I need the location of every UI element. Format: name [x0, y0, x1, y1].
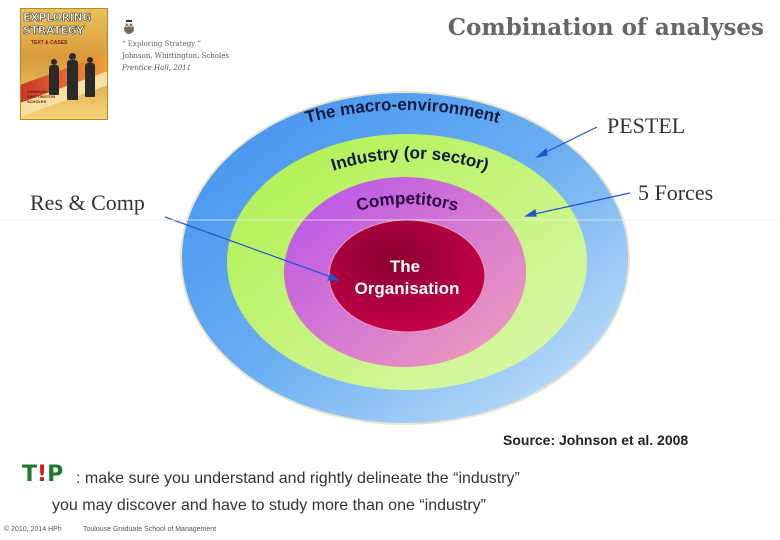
footer-copyright: © 2010, 2014 HPh	[4, 526, 62, 533]
cover-author: WHITTINGTON	[27, 94, 56, 99]
source-citation: Source: Johnson et al. 2008	[503, 432, 689, 448]
tip-badge-t: T	[22, 462, 38, 487]
tip-badge: T!P	[22, 462, 63, 487]
cover-title-line1: EXPLORING	[23, 11, 92, 25]
tip-text-line2: you may discover and have to study more …	[52, 497, 486, 514]
ring-organisation	[328, 219, 486, 333]
tip-badge-excl: !	[37, 462, 48, 487]
reference-authors: Johnson, Whittington, Scholes	[122, 52, 229, 60]
arrow-rescomp-head	[327, 273, 340, 281]
tip-badge-p: P	[47, 462, 64, 487]
cover-title-line2: STRATEGY	[23, 24, 85, 38]
ring-label-organisation-line2: Organisation	[355, 279, 460, 298]
book-cover-image: EXPLORING STRATEGY TEXT & CASES JOHNSON …	[20, 8, 108, 120]
cover-author: JOHNSON	[27, 89, 47, 94]
concentric-analysis-diagram: The macro-environment Industry (or secto…	[0, 91, 780, 425]
cover-authors: JOHNSON WHITTINGTON SCHOLES	[27, 89, 55, 104]
callout-res-comp: Res & Comp	[30, 190, 145, 215]
arrow-pestel-head	[534, 147, 548, 159]
arrow-rescomp	[164, 216, 335, 279]
slide-title: Combination of analyses	[447, 14, 764, 41]
arrow-pestel	[539, 126, 598, 156]
callout-pestel: PESTEL	[607, 113, 686, 138]
reference-title: “ Exploring Strategy ”	[122, 40, 201, 48]
owl-icon	[124, 20, 134, 34]
arrow-5forces-head	[524, 208, 537, 217]
tip-text-line1: : make sure you understand and rightly d…	[76, 470, 520, 487]
arrow-5forces	[529, 192, 631, 216]
reference-publisher: Prentice Hall, 2011	[122, 64, 192, 72]
ring-label-organisation-line1: The	[390, 257, 420, 276]
cover-author: SCHOLES	[27, 99, 47, 104]
footer-school: Toulouse Graduate School of Management	[83, 526, 217, 533]
callout-5-forces: 5 Forces	[638, 180, 714, 205]
cover-subtitle: TEXT & CASES	[31, 40, 68, 46]
